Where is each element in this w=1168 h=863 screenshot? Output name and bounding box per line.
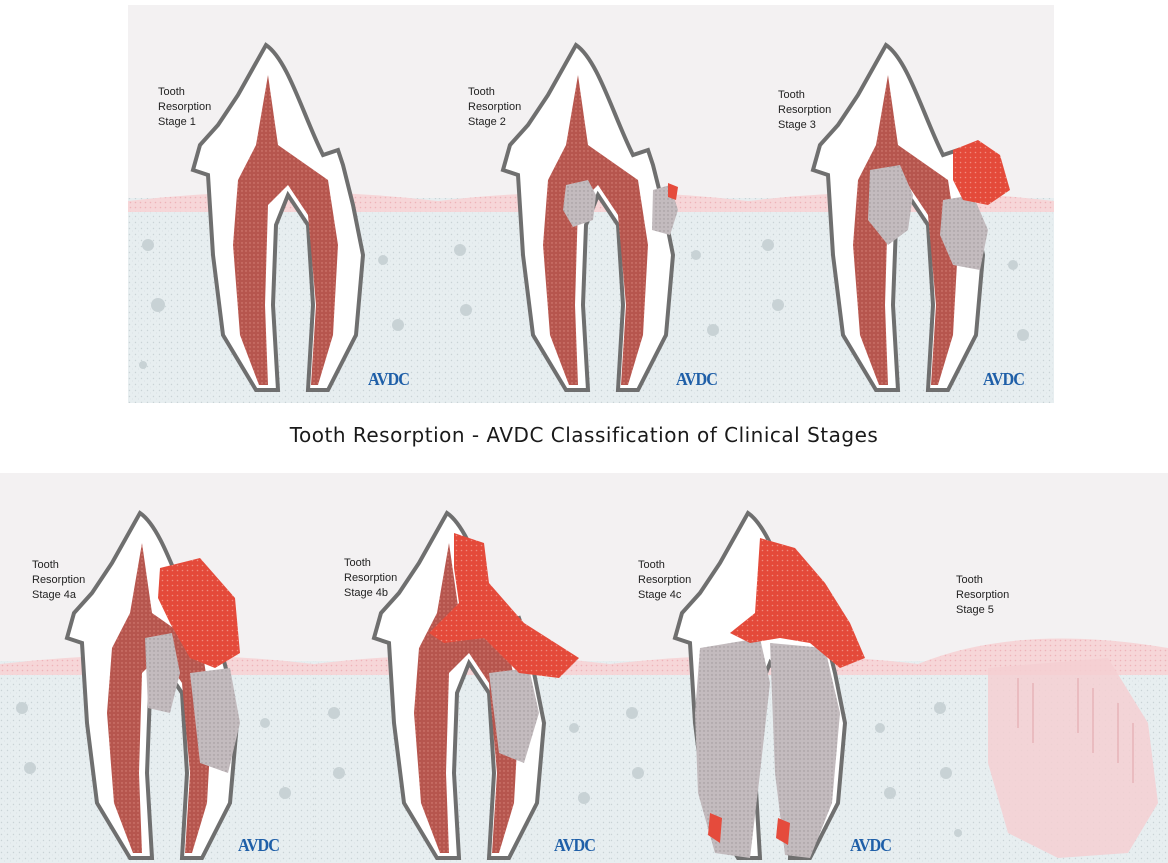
stage-5-tooth-illustration [918,638,1168,863]
stage-4a-tooth-illustration [0,510,314,863]
stage-3-tooth-illustration [748,42,1054,403]
figure-caption: Tooth Resorption - AVDC Classification o… [289,423,879,447]
avdc-logo: AVDC [676,369,718,389]
stage-1-tooth-illustration [128,42,438,403]
avdc-logo: AVDC [554,835,596,855]
avdc-logo: AVDC [368,369,410,389]
avdc-logo: AVDC [238,835,280,855]
avdc-logo: AVDC [983,369,1025,389]
stage-2-tooth-illustration [438,42,748,403]
avdc-logo: AVDC [850,835,892,855]
stage-4b-tooth-illustration [314,510,610,863]
stage-4c-tooth-illustration [610,510,918,863]
